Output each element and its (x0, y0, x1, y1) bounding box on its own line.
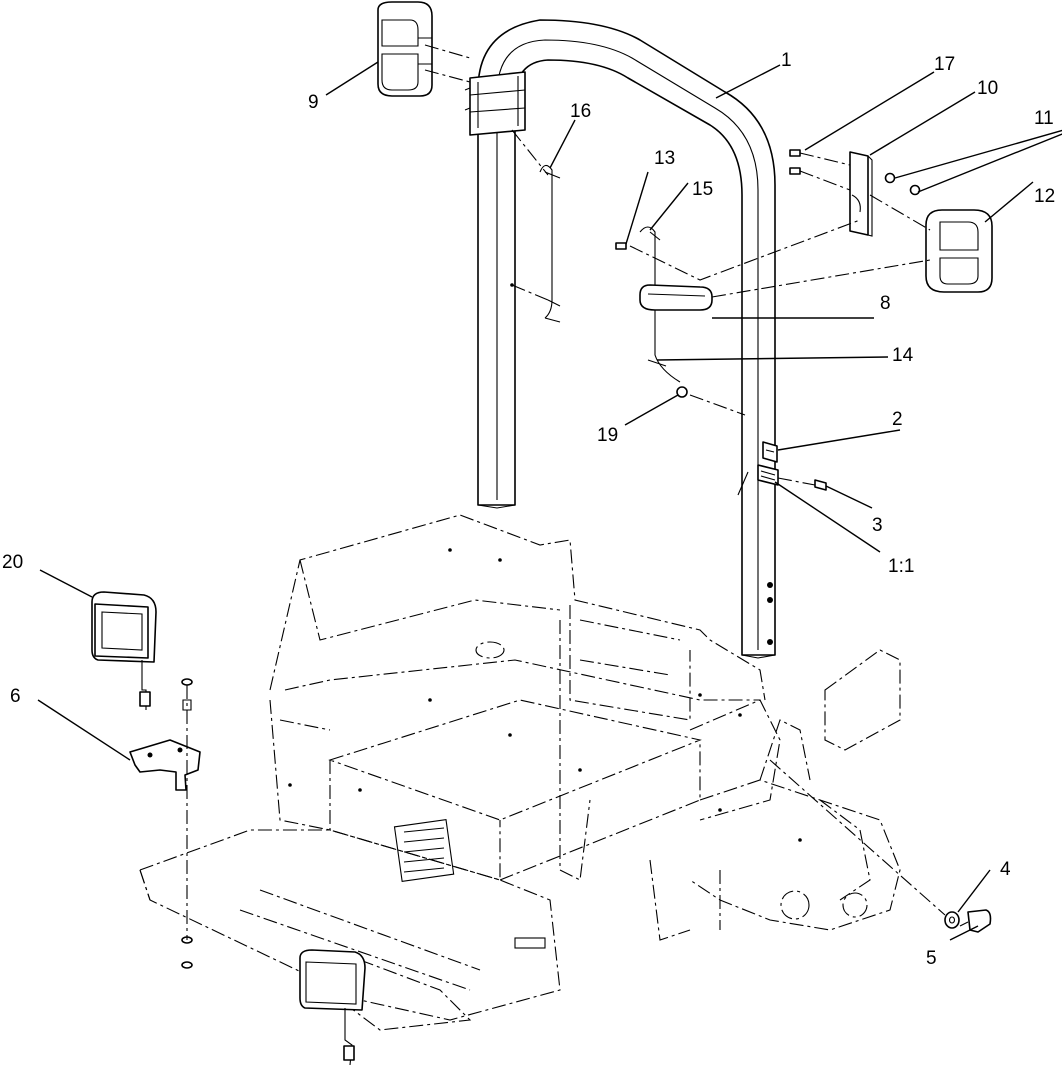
washer-4 (944, 911, 960, 929)
screw-13 (615, 242, 627, 250)
light-clamp-bracket (464, 71, 526, 136)
callout-8: 8 (880, 293, 891, 314)
callout-2: 2 (892, 409, 903, 430)
callout-1-1: 1:1 (888, 556, 914, 577)
mower-chassis (139, 514, 901, 1031)
callout-19: 19 (597, 425, 618, 446)
callout-16: 16 (570, 101, 591, 122)
callout-15: 15 (692, 179, 713, 200)
rear-light-left (377, 1, 433, 97)
mount-bracket-6 (129, 739, 201, 791)
rear-light-right (925, 209, 993, 293)
callout-17: 17 (934, 54, 955, 75)
chassis-holes (288, 548, 802, 842)
assembly-lines (186, 44, 946, 940)
callout-20: 20 (2, 552, 23, 573)
callout-13: 13 (654, 148, 675, 169)
warning-decal (393, 819, 455, 882)
callout-9: 9 (308, 92, 319, 113)
callout-1: 1 (781, 50, 792, 71)
callout-labels: 1 2 3 4 5 6 8 9 10 11 12 13 14 15 16 17 … (2, 50, 1055, 969)
callout-5: 5 (926, 948, 937, 969)
callout-12: 12 (1034, 186, 1055, 207)
fastener-stack (181, 678, 193, 969)
screw-3 (814, 479, 827, 491)
callout-14: 14 (892, 345, 914, 366)
decal-1-1 (737, 464, 779, 496)
callout-3: 3 (872, 515, 883, 536)
leader-lines (37, 61, 1062, 941)
front-work-light (299, 949, 366, 1066)
callout-11: 11 (1034, 108, 1054, 129)
serial-decal (514, 937, 546, 949)
callout-4: 4 (1000, 859, 1011, 880)
wire-harness-16 (539, 164, 561, 323)
nuts-11 (884, 172, 921, 196)
fuel-cap (475, 641, 505, 659)
grommet-19 (676, 386, 688, 398)
callout-6: 6 (10, 686, 21, 707)
switch-2 (762, 441, 778, 463)
callout-10: 10 (977, 78, 998, 99)
bolt-5 (959, 909, 992, 933)
mount-plate-10 (849, 151, 873, 237)
work-light-20 (91, 591, 157, 710)
wire-harness-15 (639, 226, 688, 398)
handle-8 (639, 284, 713, 311)
bolts-17 (789, 149, 801, 175)
